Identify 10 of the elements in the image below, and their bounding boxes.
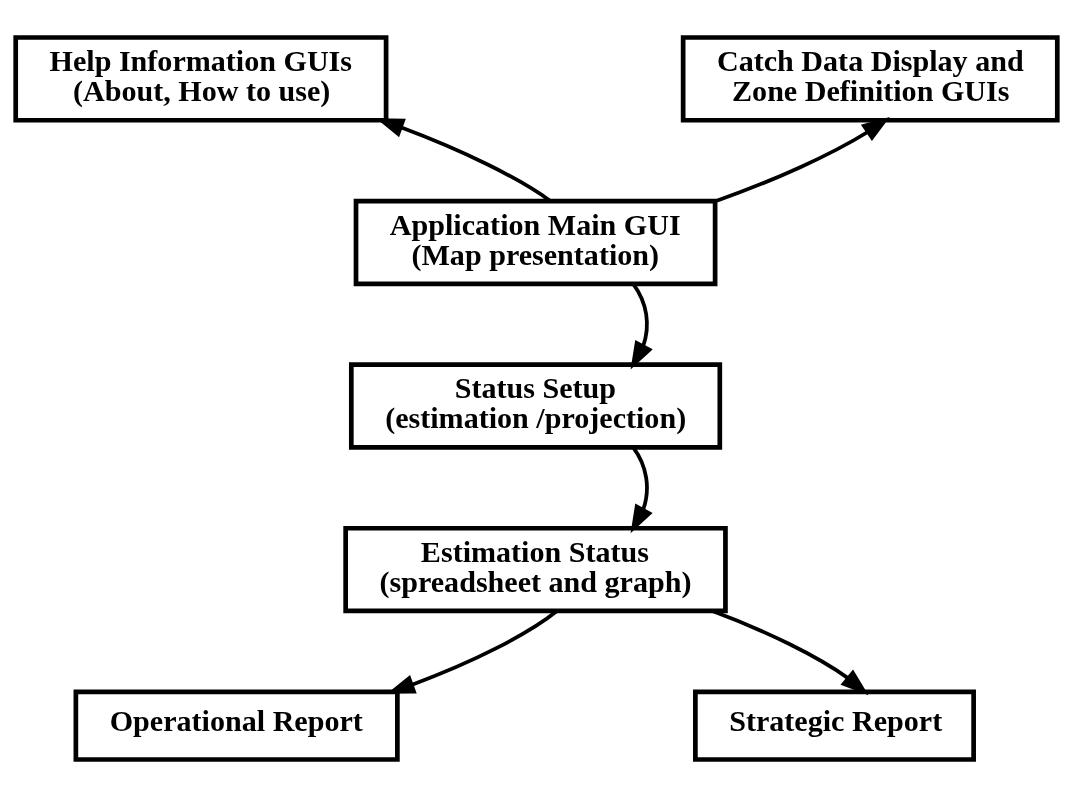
node-box: Operational Report bbox=[73, 688, 400, 762]
node-box: Application Main GUI (Map presentation) bbox=[353, 198, 718, 286]
node-box: Help Information GUIs (About, How to use) bbox=[13, 34, 389, 123]
node-box: Status Setup (estimation /projection) bbox=[348, 361, 723, 450]
arrow bbox=[711, 608, 869, 695]
node-box: Estimation Status (spreadsheet and graph) bbox=[343, 525, 728, 613]
arrow bbox=[714, 116, 890, 203]
arrow bbox=[630, 445, 653, 533]
node-box: Strategic Report bbox=[693, 688, 976, 762]
node-box: Catch Data Display and Zone Definition GUIs bbox=[680, 34, 1060, 123]
